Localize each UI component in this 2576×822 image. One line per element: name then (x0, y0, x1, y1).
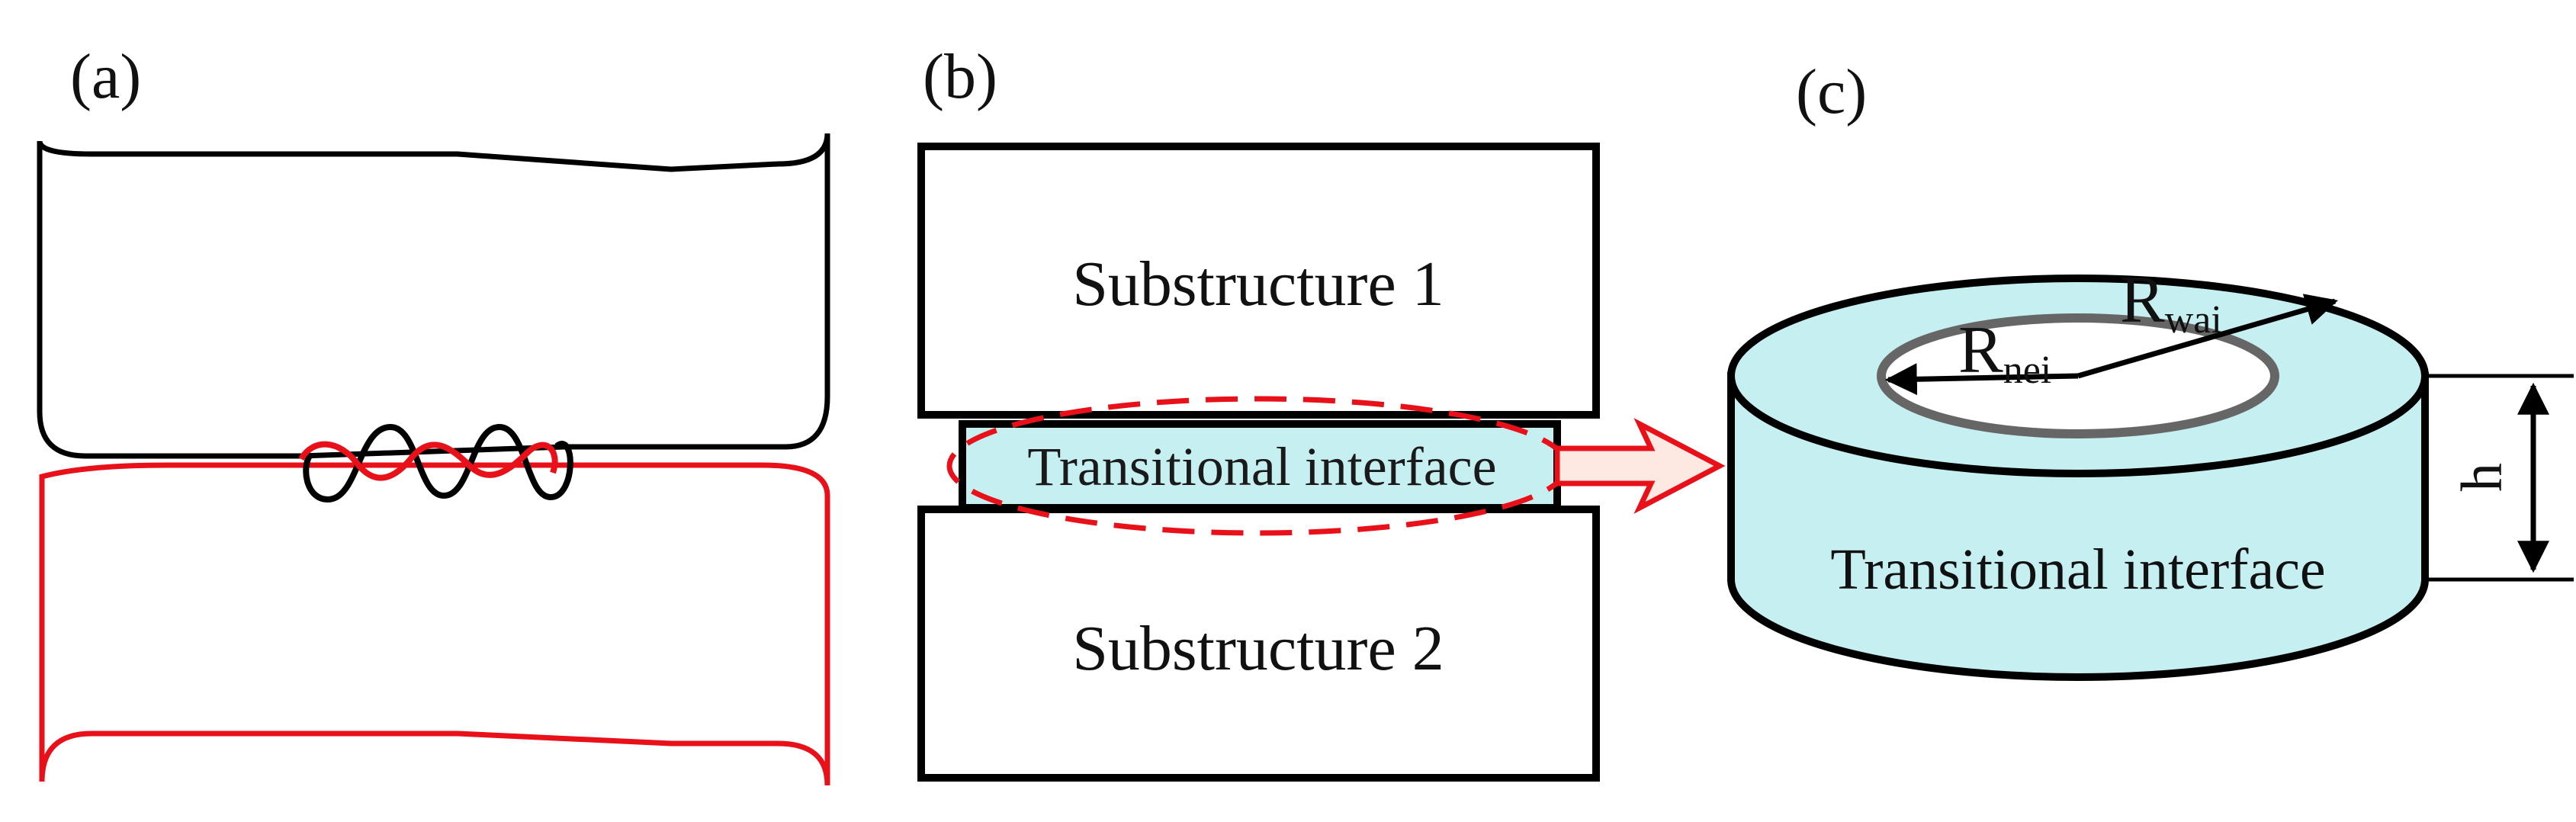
zoom-arrow (1554, 418, 1726, 514)
panel-a-label: (a) (70, 41, 141, 112)
inner-radius-label: Rnei (1958, 313, 2051, 392)
substructure-1-box (917, 143, 1600, 419)
panel-b: (b) Substructure 1 Substructure 2 Transi… (917, 41, 1726, 782)
contact-asperities-black (303, 423, 573, 503)
inner-radius-arrow (1884, 363, 2079, 396)
substructure-2-box (917, 506, 1600, 782)
height-label: h (2449, 463, 2513, 492)
interface-label-b: Transitional interface (1027, 436, 1496, 497)
panel-c-label: (c) (1796, 56, 1867, 127)
contact-asperities-red (298, 441, 558, 481)
substructure-2-label: Substructure 2 (1072, 613, 1444, 684)
substructure-1-label: Substructure 1 (1072, 249, 1444, 319)
panel-a: (a) (37, 41, 830, 786)
panel-c: (c) Rwai Rnei Transitional interface h (1727, 56, 2574, 681)
interface-label-c: Transitional interface (1830, 538, 2325, 602)
outer-radius-label: Rwai (2120, 263, 2222, 342)
lower-body-outline (39, 462, 830, 786)
panel-b-label: (b) (923, 41, 997, 112)
outer-radius-arrow (2077, 294, 2339, 379)
upper-body-outline (37, 133, 830, 459)
